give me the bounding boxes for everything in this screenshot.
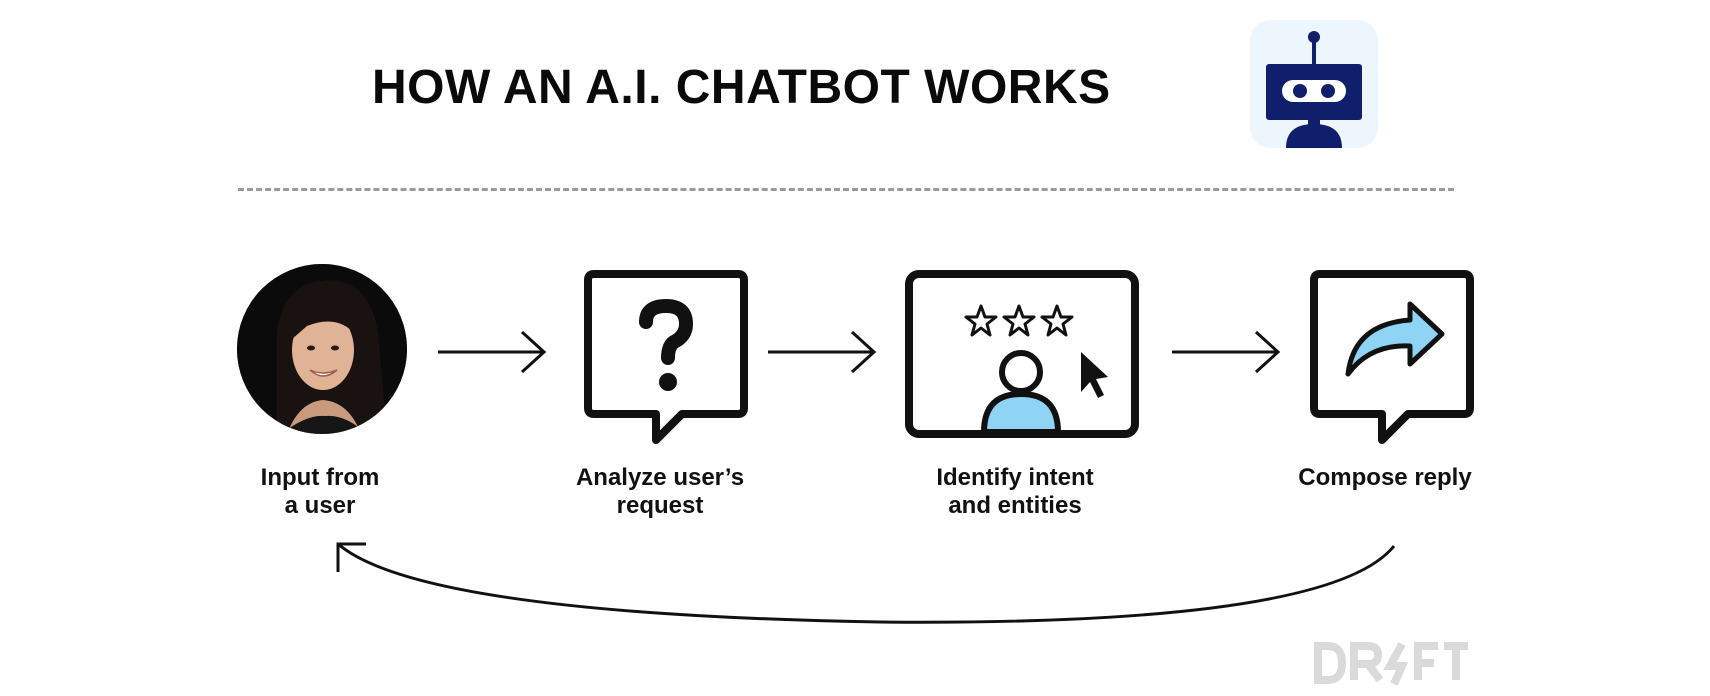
page-title: HOW AN A.I. CHATBOT WORKS: [372, 61, 1111, 114]
step-label-line: a user: [284, 492, 356, 519]
step-label-compose: Compose reply: [1265, 464, 1505, 492]
step-label-analyze: Analyze user’s request: [540, 464, 780, 520]
drift-logo: [1312, 640, 1472, 686]
arrow-right-icon: [1172, 330, 1281, 374]
step-label-identify: Identify intent and entities: [895, 464, 1135, 520]
step-label-input: Input from a user: [200, 464, 440, 520]
share-arrow-speech-bubble-icon: [1310, 270, 1474, 444]
step-label-line: Analyze user’s: [575, 464, 745, 491]
star-icons: [964, 304, 1074, 337]
dashed-divider: [238, 188, 1454, 191]
step-label-line: and entities: [948, 492, 1082, 519]
screen-with-stars-user-cursor-icon: [905, 270, 1139, 438]
step-label-line: Input from: [260, 464, 380, 491]
arrow-right-icon: [438, 330, 547, 374]
question-speech-bubble-icon: [584, 270, 748, 444]
arrow-right-icon: [768, 330, 877, 374]
robot-icon: [1250, 20, 1378, 148]
user-avatar: [237, 264, 407, 434]
step-label-line: request: [616, 492, 704, 519]
step-label-line: Compose reply: [1298, 464, 1472, 491]
step-label-line: Identify intent: [936, 464, 1094, 491]
